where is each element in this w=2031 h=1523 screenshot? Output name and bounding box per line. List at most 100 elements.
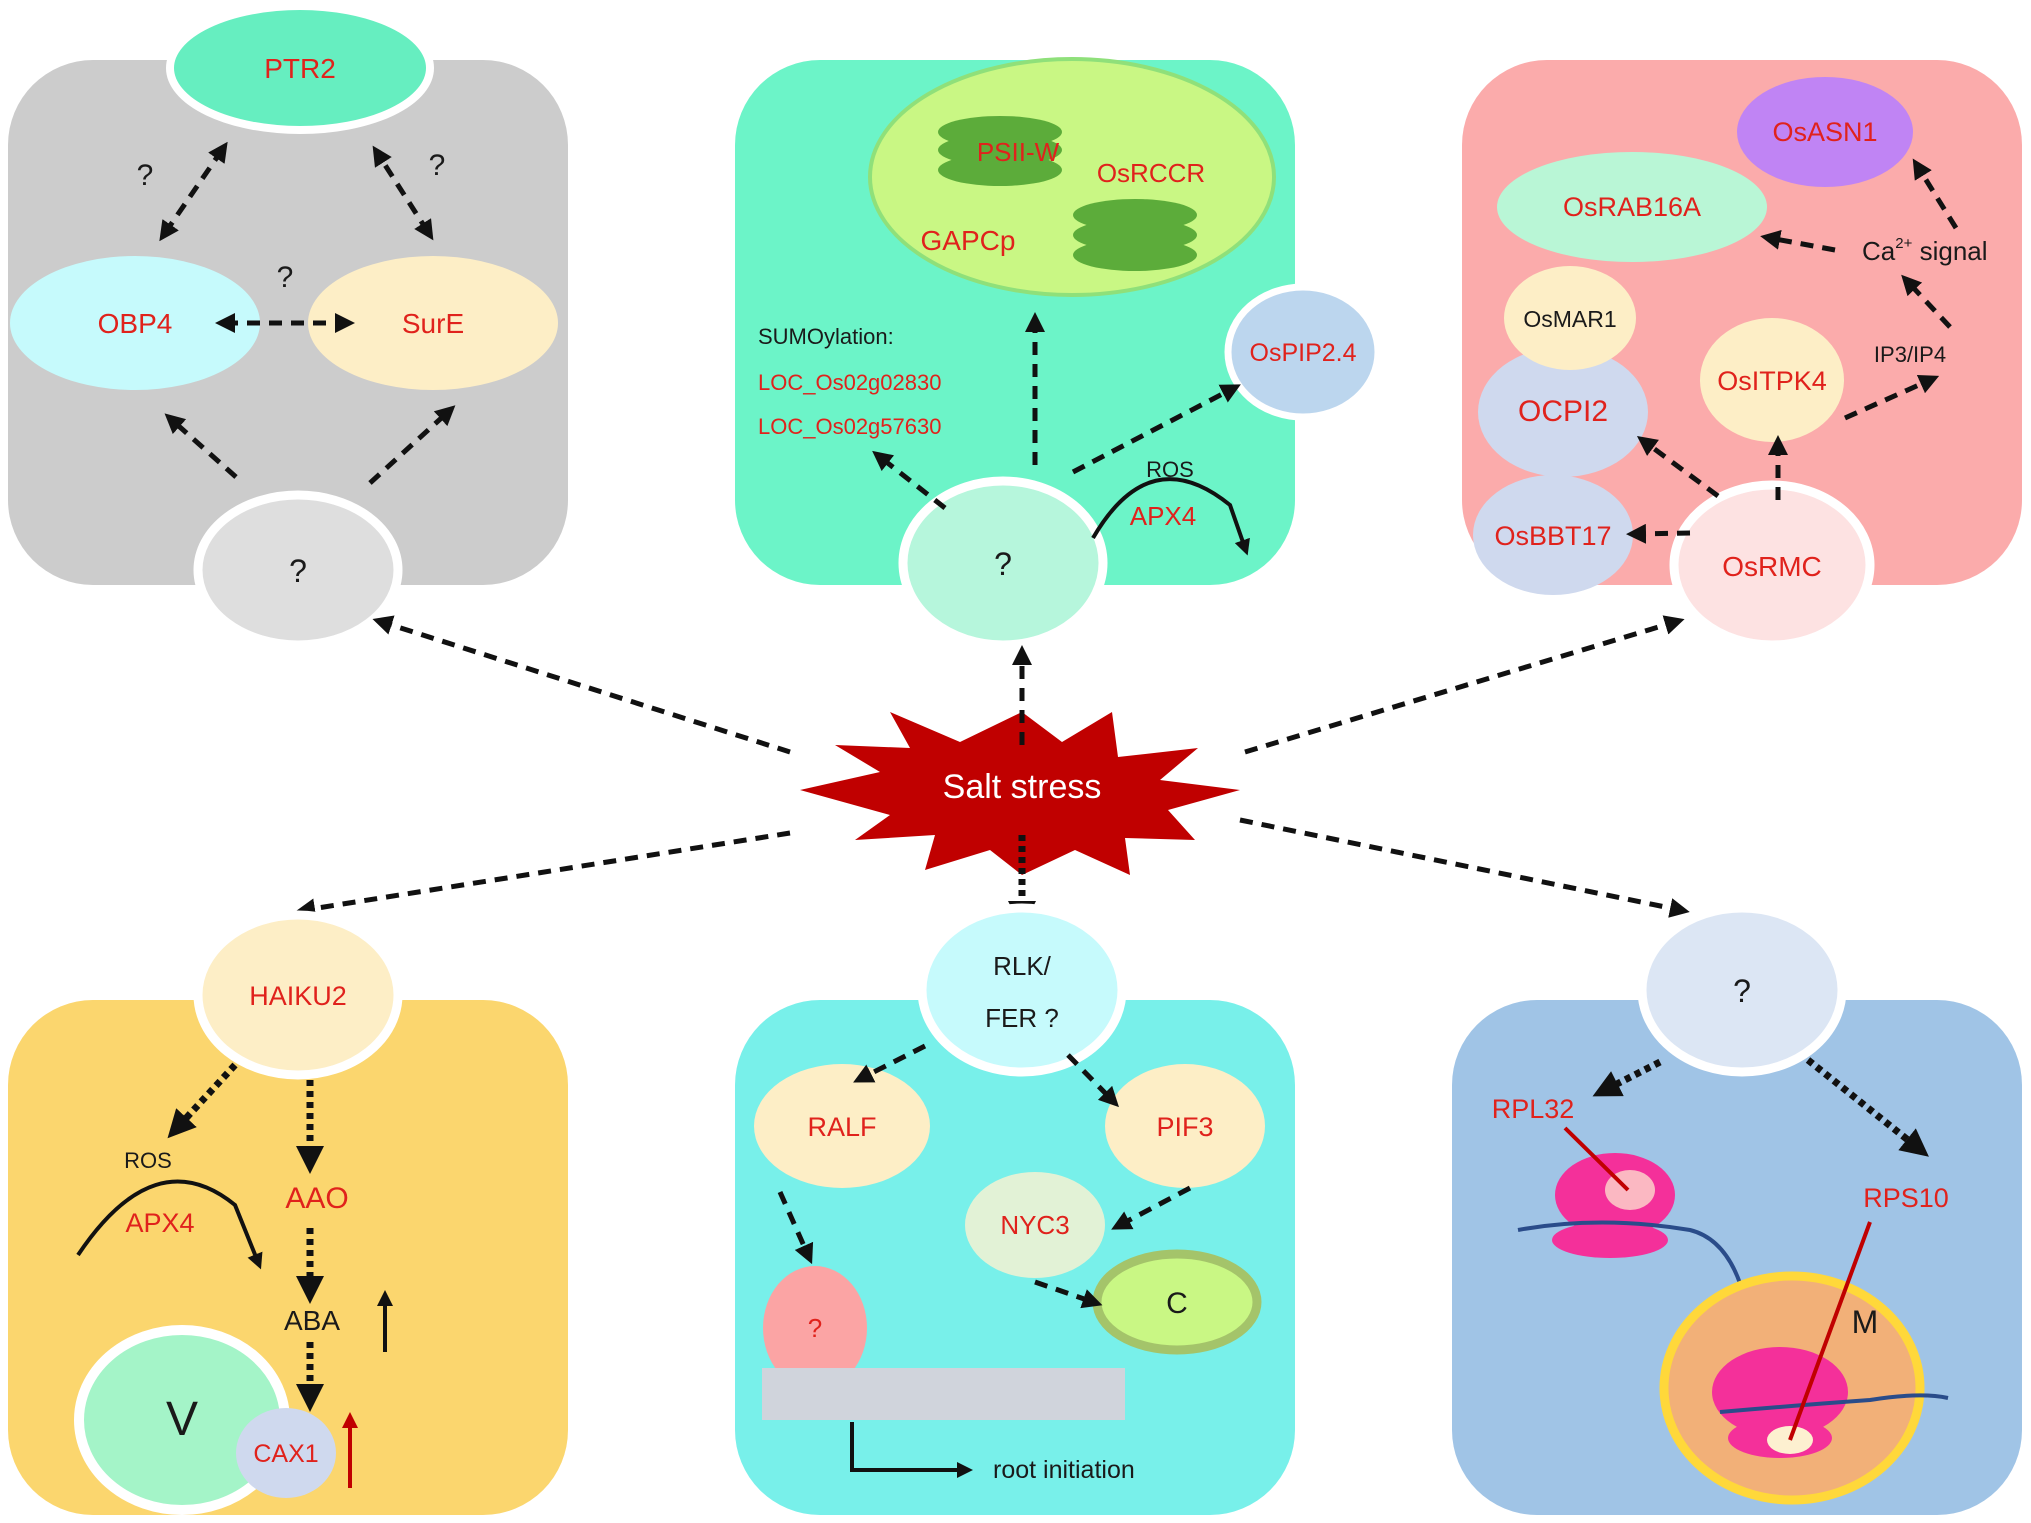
aba-label: ABA [284,1305,340,1336]
apx4-label-top: APX4 [1130,501,1197,531]
cax1-node [236,1408,336,1498]
osrmc-label: OsRMC [1722,551,1822,582]
arrow-ca-asn1 [1912,158,1959,230]
root-arrow [850,1422,973,1478]
osmar1-node [1504,266,1636,370]
ptr2-node [166,2,434,134]
arrow-rlk-ralf [853,1043,927,1083]
apx4-label-bottom: APX4 [125,1208,194,1238]
osbbt17-label: OsBBT17 [1494,521,1611,551]
top-left-hub-label: ? [289,553,307,589]
top-center-hub [898,476,1108,650]
q-left: ? [137,159,154,192]
arrow-star-topright [1244,615,1685,755]
arrow-hub-obp4 [164,413,238,479]
top-center-group: PSII-W OsRCCR GAPCp SUMOylation: LOC_Os0… [758,57,1382,650]
osrab16a-node [1497,152,1767,262]
sumo-gene-2: LOC_Os02g57630 [758,414,941,439]
top-left-group: PTR2 OBP4 SurE ? ? ? ? [10,2,558,650]
ip3-ip4-label: IP3/IP4 [1874,342,1946,367]
root-bar [762,1368,1125,1420]
rlk-fer-hub [917,903,1127,1077]
chloroplast [868,57,1276,297]
arrow-star-bottomleft [295,830,791,919]
root-initiation-label: root initiation [993,1456,1135,1484]
arrow-ip-ca [1901,274,1952,329]
osrccr-label: OsRCCR [1097,158,1205,188]
apx4-curve-top [1091,477,1250,556]
sure-node [308,256,558,390]
osmar1-label: OsMAR1 [1523,306,1616,332]
mitochondrion-label: M [1852,1304,1879,1340]
arrow-hub-sure [368,405,456,485]
top-left-hub [193,490,403,650]
pif3-label: PIF3 [1156,1112,1213,1142]
ositpk4-label: OsITPK4 [1717,366,1827,396]
nyc3-label: NYC3 [1000,1210,1069,1240]
osbbt17-node [1473,475,1633,595]
salt-stress-star: Salt stress [800,712,1240,875]
arrow-itpk4-ip [1843,374,1940,421]
psii-w-label: PSII-W [977,137,1060,167]
salt-stress-label: Salt stress [943,768,1102,806]
chloroplast-c-label: C [1166,1287,1188,1320]
arrow-rmc-ocpi2 [1636,436,1720,499]
apx4-curve-bottom [76,1179,263,1270]
aao-label: AAO [285,1182,348,1215]
sumoylation-title: SUMOylation: [758,324,894,349]
sure-label: SurE [402,308,464,339]
bottom-center-group: RLK/ FER ? RALF PIF3 NYC3 C ? root initi… [754,903,1265,1484]
arrow-nyc3-c [1034,1279,1103,1309]
thylakoid-stack-right [1073,199,1197,271]
arrow-obp4-ptr2 [159,141,228,242]
star-burst [800,712,1240,875]
rlk-label-line1: RLK/ [993,951,1052,981]
unknown-label: ? [808,1313,822,1343]
unknown-node [763,1266,867,1390]
arrow-rmc-bbt17 [1626,523,1691,544]
sumo-gene-1: LOC_Os02g02830 [758,370,941,395]
ribosome-small-subunit [1552,1222,1668,1258]
ptr2-label: PTR2 [264,53,336,84]
ralf-label: RALF [807,1112,876,1142]
rps10-label: RPS10 [1863,1183,1949,1213]
thylakoid-stack-left [938,116,1062,186]
nyc3-node [965,1172,1105,1278]
top-center-hub-label: ? [994,546,1012,582]
ca-signal-label: Ca2+ signal [1862,235,1988,266]
arrow-hub-sumo [872,450,947,510]
arrow-ca-rab16a [1760,229,1836,253]
gapcp-label: GAPCp [921,225,1016,256]
ospip2-4-label: OsPIP2.4 [1250,339,1357,367]
arrow-sure-ptr2 [372,145,434,241]
vacuole-label: V [166,1393,198,1446]
rps10-pointer [1788,1221,1872,1441]
haiku2-hub [193,910,403,1080]
arrow-ralf-unknown [777,1190,814,1265]
arrow-star-bottomright [1239,817,1690,918]
rpl32-pointer [1563,1126,1630,1192]
ospip2-4-node [1224,283,1382,421]
arrow-rlk-pif3 [1066,1053,1119,1108]
ralf-node [754,1064,930,1188]
arrow-hub-pip [1071,384,1241,475]
pif3-node [1105,1064,1265,1188]
obp4-node [10,256,260,390]
osasn1-label: OsASN1 [1772,117,1877,147]
bottom-right-hub [1637,903,1847,1077]
bottom-right-hub-label: ? [1733,973,1751,1009]
haiku2-label: HAIKU2 [249,981,347,1011]
arrow-haiku2-ros [167,1062,238,1139]
osrmc-hub [1669,480,1875,650]
top-right-group: OsASN1 OsRAB16A Ca2+ signal OCPI2 OsMAR1… [1473,77,1988,650]
arrow-hub-rps10 [1805,1057,1929,1157]
ocpi2-label: OCPI2 [1518,395,1608,428]
q-mid: ? [277,261,294,294]
bottom-left-group: HAIKU2 ROS APX4 AAO ABA V CAX1 [74,910,403,1515]
arrow-star-topleft [372,615,791,755]
rlk-label-line2: FER ? [985,1003,1059,1033]
osrab16a-label: OsRAB16A [1563,192,1701,222]
rpl32-label: RPL32 [1492,1094,1575,1124]
mrna-mito [1719,1393,1949,1414]
